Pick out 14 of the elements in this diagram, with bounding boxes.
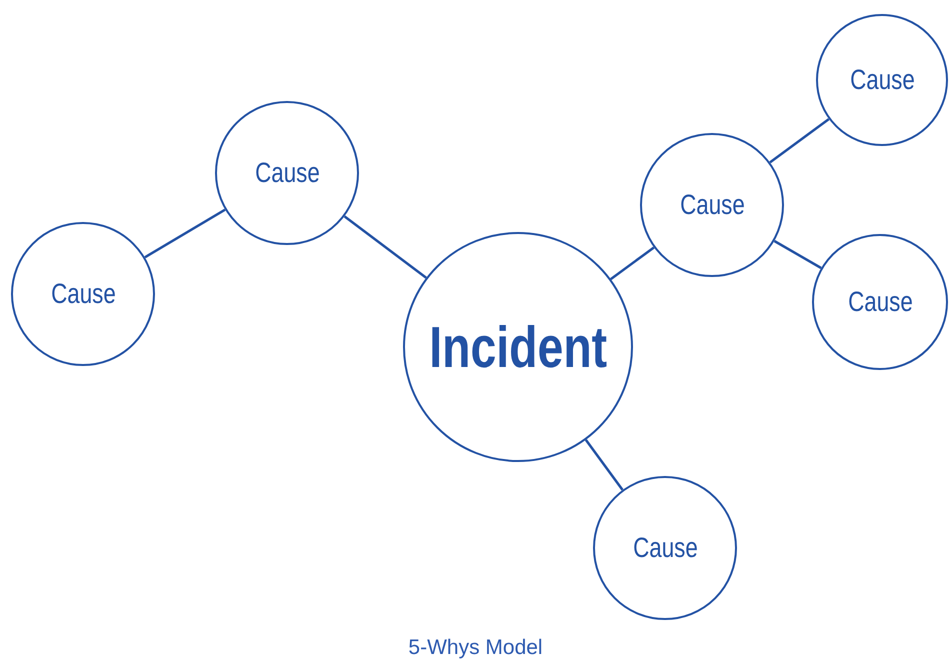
node-label: Cause xyxy=(254,157,320,189)
node-label: Incident xyxy=(429,314,607,380)
connector-line xyxy=(774,240,822,270)
node-label: Cause xyxy=(632,532,698,564)
node-label: Cause xyxy=(848,286,912,318)
node-label: Cause xyxy=(850,64,914,96)
connector-line xyxy=(769,118,830,164)
connector-line xyxy=(610,246,655,280)
connector-line xyxy=(344,215,427,279)
connector-line xyxy=(584,439,624,491)
caption: 5-Whys Model xyxy=(407,636,544,660)
connector-line xyxy=(144,208,226,258)
node-label: Cause xyxy=(50,278,116,310)
node-label: Cause xyxy=(680,189,744,221)
